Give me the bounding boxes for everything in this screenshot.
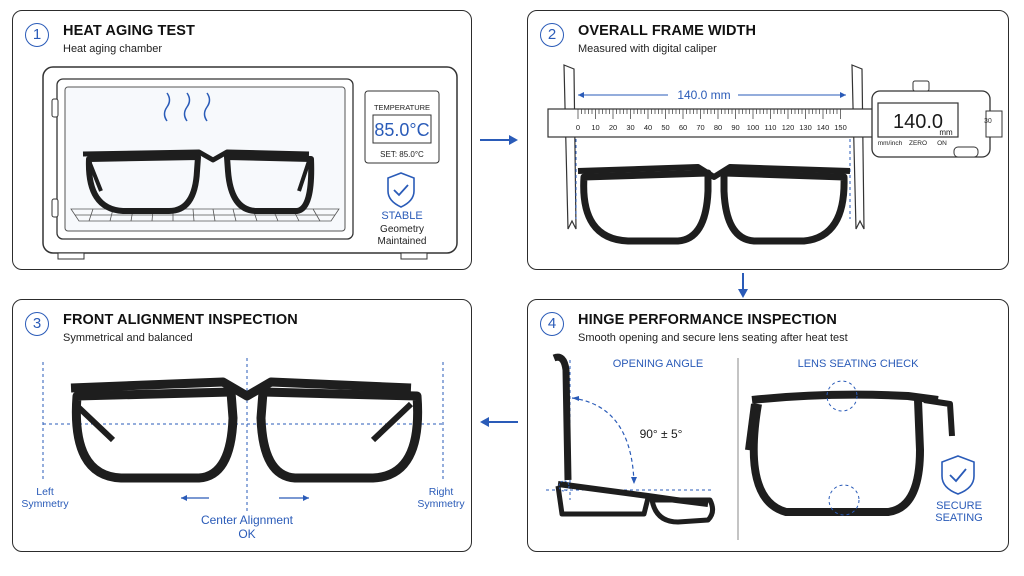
panel-subtitle: Symmetrical and balanced	[63, 332, 193, 344]
panel-title: HEAT AGING TEST	[63, 23, 195, 39]
panel-subtitle: Smooth opening and secure lens seating a…	[578, 332, 848, 344]
panel-title: FRONT ALIGNMENT INSPECTION	[63, 312, 298, 328]
scale-tick-label: 0	[576, 123, 580, 132]
scale-tick-label: 10	[591, 123, 599, 132]
scale-tick-label: 120	[782, 123, 795, 132]
on-button: ON	[937, 140, 947, 147]
panel-heat-aging: 1 HEAT AGING TEST Heat aging chamber	[12, 10, 472, 270]
status-line-2: Maintained	[378, 236, 427, 247]
opening-angle-label: OPENING ANGLE	[612, 358, 704, 370]
temperature-header: TEMPERATURE	[374, 103, 430, 112]
scale-tick-label: 40	[644, 123, 652, 132]
panel-subtitle: Measured with digital caliper	[578, 43, 717, 55]
scale-tick-label: 90	[731, 123, 739, 132]
scale-tick-label: 140	[817, 123, 830, 132]
caliper-illustration: 0 10 20 30 40 50 60 70 80 90 100 110 120 130 140 150 14…	[547, 64, 1003, 245]
set-temperature: SET: 85.0°C	[380, 150, 424, 159]
panel-title: OVERALL FRAME WIDTH	[578, 23, 757, 39]
unit-toggle-button: mm/inch	[878, 140, 903, 147]
zero-button: ZERO	[909, 140, 927, 147]
scale-tick-label: 30	[626, 123, 634, 132]
lens-seating-label: LENS SEATING CHECK	[797, 358, 919, 370]
heat-waves-icon	[163, 92, 211, 122]
panel-title: HINGE PERFORMANCE INSPECTION	[578, 312, 837, 328]
step-number-4: 4	[540, 312, 564, 336]
caliper-readout-unit: mm	[939, 128, 953, 137]
alignment-illustration	[42, 358, 444, 514]
measurement-label: 140.0 mm	[677, 88, 730, 102]
scale-tick-label: 150	[834, 123, 847, 132]
scale-tick-label: 100	[747, 123, 760, 132]
panel-front-alignment: 3 FRONT ALIGNMENT INSPECTION Symmetrical…	[12, 299, 472, 552]
status-title: STABLE	[381, 210, 422, 222]
shield-check-icon	[387, 172, 415, 208]
heat-chamber-illustration: TEMPERATURE 85.0°C SET: 85.0°C STABLE Ge…	[42, 66, 458, 260]
panel-subtitle: Heat aging chamber	[63, 43, 163, 55]
scale-tick-label: 20	[609, 123, 617, 132]
panel-frame-width: 2 OVERALL FRAME WIDTH Measured with digi…	[527, 10, 1009, 270]
step-number-2: 2	[540, 23, 564, 47]
status-line-1: Geometry	[380, 224, 424, 235]
caliper-end-tick: 30	[984, 118, 992, 125]
shield-check-icon	[941, 455, 975, 495]
scale-tick-label: 130	[799, 123, 812, 132]
step-number-1: 1	[25, 23, 49, 47]
panel-hinge-performance: 4 HINGE PERFORMANCE INSPECTION Smooth op…	[527, 299, 1009, 552]
hinge-illustration	[546, 353, 975, 540]
caliper-scale: 0 10 20 30 40 50 60 70 80 90 100 110 120 130 140 150	[576, 109, 847, 132]
temperature-readout: 85.0°C	[374, 120, 429, 140]
caliper-readout: 140.0	[893, 111, 943, 133]
scale-tick-label: 50	[661, 123, 669, 132]
angle-value: 90° ± 5°	[639, 427, 683, 441]
scale-tick-label: 80	[714, 123, 722, 132]
scale-tick-label: 60	[679, 123, 687, 132]
scale-tick-label: 110	[765, 123, 777, 132]
step-number-3: 3	[25, 312, 49, 336]
scale-tick-label: 70	[696, 123, 704, 132]
